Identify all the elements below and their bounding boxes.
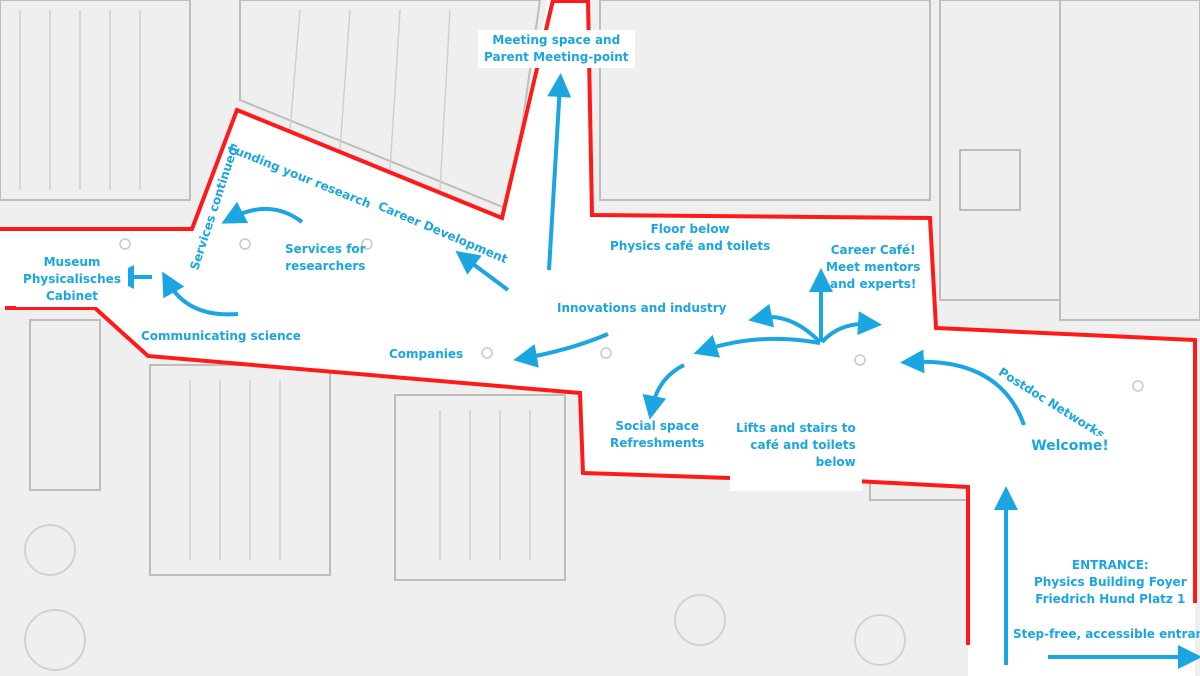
label-line: Physics café and toilets: [610, 239, 771, 253]
arrow-to-companies: [513, 332, 609, 368]
label-line: café and toilets: [750, 438, 856, 452]
route-arrows: [110, 73, 1200, 669]
label-line: Refreshments: [610, 436, 705, 450]
label-career-cafe: Career Café! Meet mentors and experts!: [826, 242, 920, 293]
label-line: researchers: [285, 259, 366, 273]
columns: [119, 238, 1144, 392]
label-line: Museum: [43, 255, 101, 269]
arrow-communicating: [162, 271, 239, 317]
label-welcome: Welcome!: [1024, 436, 1116, 457]
label-step-free: Step-free, accessible entrance: [1013, 627, 1200, 641]
label-lifts: Lifts and stairs to café and toilets below: [730, 418, 862, 491]
label-line: Lifts and stairs to: [736, 421, 856, 435]
label-communicating-science: Communicating science: [141, 329, 301, 343]
label-line: Parent Meeting-point: [484, 50, 629, 64]
arrow-to-meeting-space: [547, 73, 572, 271]
label-line: Meet mentors: [826, 260, 921, 274]
arrow-to-services-continued: [221, 201, 304, 224]
label-line: Friedrich Hund Platz 1: [1035, 592, 1186, 606]
arrow-career-cafe-left: [748, 303, 822, 344]
label-line: Physics Building Foyer: [1034, 575, 1187, 589]
label-line: ENTRANCE:: [1071, 558, 1149, 572]
label-line: Career Café!: [830, 243, 916, 257]
label-line: Services for: [285, 242, 366, 256]
seating-lines: [19, 9, 531, 560]
trees: [24, 524, 906, 671]
label-line: Cabinet: [45, 289, 99, 303]
label-companies: Companies: [389, 347, 464, 361]
arrow-career-cafe-right: [820, 311, 882, 344]
label-innovations: Innovations and industry: [557, 301, 727, 315]
arrow-to-social-space: [642, 363, 685, 420]
arrow-to-innovations: [693, 334, 821, 358]
area-boundary: [0, 0, 1197, 645]
label-line: Social space: [615, 419, 699, 433]
label-line: Physicalisches: [23, 272, 121, 286]
label-line: Floor below: [650, 222, 730, 236]
arrow-to-career-development: [455, 250, 510, 292]
label-line: and experts!: [830, 277, 917, 291]
label-line: below: [815, 455, 856, 469]
arrow-from-welcome: [900, 349, 1026, 426]
label-line: Meeting space and: [492, 33, 621, 47]
label-services-researchers: Services for researchers: [285, 241, 366, 275]
